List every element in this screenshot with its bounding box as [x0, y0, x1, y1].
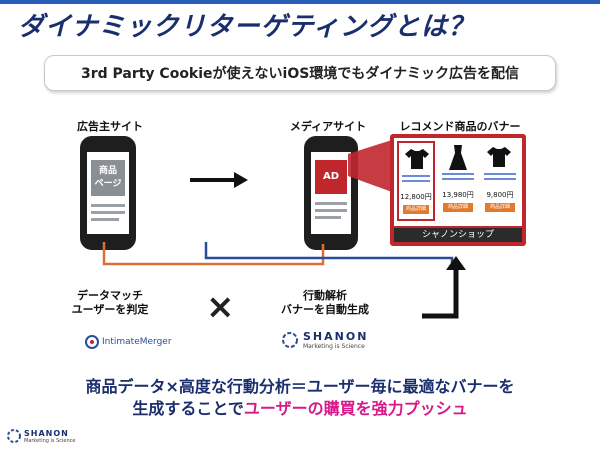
- product-desc-line: [484, 178, 516, 180]
- product-detail-button-3[interactable]: 商品詳細: [485, 203, 515, 212]
- connector-lines: [102, 242, 454, 266]
- shanon-footer-logo: SHANON Marketing is Science: [6, 428, 75, 444]
- product-desc-line: [402, 180, 430, 182]
- product-desc-line: [484, 173, 516, 175]
- product-desc-line: [402, 175, 430, 177]
- product-card[interactable]: 9,800円 商品詳細: [481, 141, 519, 221]
- shanon-footer-logo-icon: [7, 429, 21, 443]
- placeholder-line: [315, 216, 341, 219]
- recommend-label: レコメンド商品のバナー: [399, 120, 521, 133]
- product-price-1: 12,800円: [400, 193, 432, 201]
- media-label: メディアサイト: [289, 120, 367, 133]
- footer-line1: 商品データ×高度な行動分析＝ユーザー毎に最適なバナーを: [85, 377, 515, 396]
- advertiser-label: 広告主サイト: [77, 120, 143, 133]
- media-phone-screen: AD: [311, 152, 351, 234]
- data-match-line2: ユーザーを判定: [71, 303, 149, 316]
- behavior-text: 行動解析 バナーを自動生成: [270, 289, 380, 317]
- shanon-logo-icon: [282, 332, 298, 348]
- product-desc-line: [442, 173, 474, 175]
- ad-block: AD: [315, 160, 347, 194]
- product-detail-button-2[interactable]: 商品詳細: [443, 203, 473, 212]
- placeholder-line: [315, 202, 347, 205]
- shanon-logo-text: SHANON: [303, 330, 369, 343]
- intimate-merger-logo-icon: [85, 335, 99, 349]
- intimate-merger-logo-text: IntimateMerger: [102, 337, 172, 347]
- placeholder-line: [91, 211, 125, 214]
- product-page-text-2: ページ: [94, 179, 122, 189]
- top-accent-bar: [0, 0, 600, 4]
- shanon-logo-tagline: Marketing is Science: [303, 343, 365, 350]
- data-match-line1: データマッチ: [77, 289, 143, 302]
- shanon-footer-logo-tagline: Marketing is Science: [24, 437, 76, 444]
- product-price-3: 9,800円: [486, 191, 514, 199]
- up-arrow-icon: [422, 256, 466, 319]
- footer-line2-plain: 生成することで: [132, 399, 244, 418]
- recommend-banner: 12,800円 商品詳細 13,980円 商品詳細 9,800円 商品詳細 シャ…: [390, 134, 526, 246]
- right-arrow-icon: [190, 172, 248, 188]
- advertiser-phone: 商品 ページ: [80, 136, 136, 250]
- shanon-logo: SHANON Marketing is Science: [280, 330, 368, 350]
- subtitle-box: 3rd Party Cookieが使えないiOS環境でもダイナミック広告を配信: [44, 55, 556, 91]
- data-match-text: データマッチ ユーザーを判定: [60, 289, 160, 317]
- footer-line2: 生成することでユーザーの購買を強力プッシュ: [0, 395, 600, 419]
- placeholder-line: [91, 204, 125, 207]
- product-detail-button-1[interactable]: 商品詳細: [403, 205, 429, 214]
- shirt-icon: [487, 147, 511, 167]
- subtitle-text: 3rd Party Cookieが使えないiOS環境でもダイナミック広告を配信: [80, 66, 520, 82]
- page-title: ダイナミックリターゲティングとは？: [18, 12, 475, 42]
- behavior-line2: バナーを自動生成: [281, 303, 369, 316]
- product-card-highlighted[interactable]: 12,800円 商品詳細: [397, 141, 435, 221]
- intimate-merger-logo: IntimateMerger: [84, 334, 172, 350]
- ad-connector-shape: [348, 140, 392, 192]
- product-page-block: 商品 ページ: [91, 160, 125, 196]
- product-price-2: 13,980円: [442, 191, 474, 199]
- product-page-text-1: 商品: [98, 166, 117, 176]
- advertiser-phone-screen: 商品 ページ: [87, 152, 129, 234]
- behavior-line1: 行動解析: [303, 289, 347, 302]
- product-desc-line: [442, 178, 474, 180]
- shanon-footer-logo-text: SHANON: [24, 428, 69, 438]
- banner-products-area: 12,800円 商品詳細 13,980円 商品詳細 9,800円 商品詳細: [394, 138, 522, 226]
- dress-icon: [449, 145, 467, 170]
- footer-line2-highlight: ユーザーの購買を強力プッシュ: [243, 399, 468, 418]
- shop-name-bar: シャノンショップ: [394, 228, 522, 242]
- cross-symbol: ×: [206, 287, 235, 327]
- placeholder-line: [315, 209, 347, 212]
- placeholder-line: [91, 218, 119, 221]
- product-card[interactable]: 13,980円 商品詳細: [439, 141, 477, 221]
- shirt-icon: [405, 149, 429, 169]
